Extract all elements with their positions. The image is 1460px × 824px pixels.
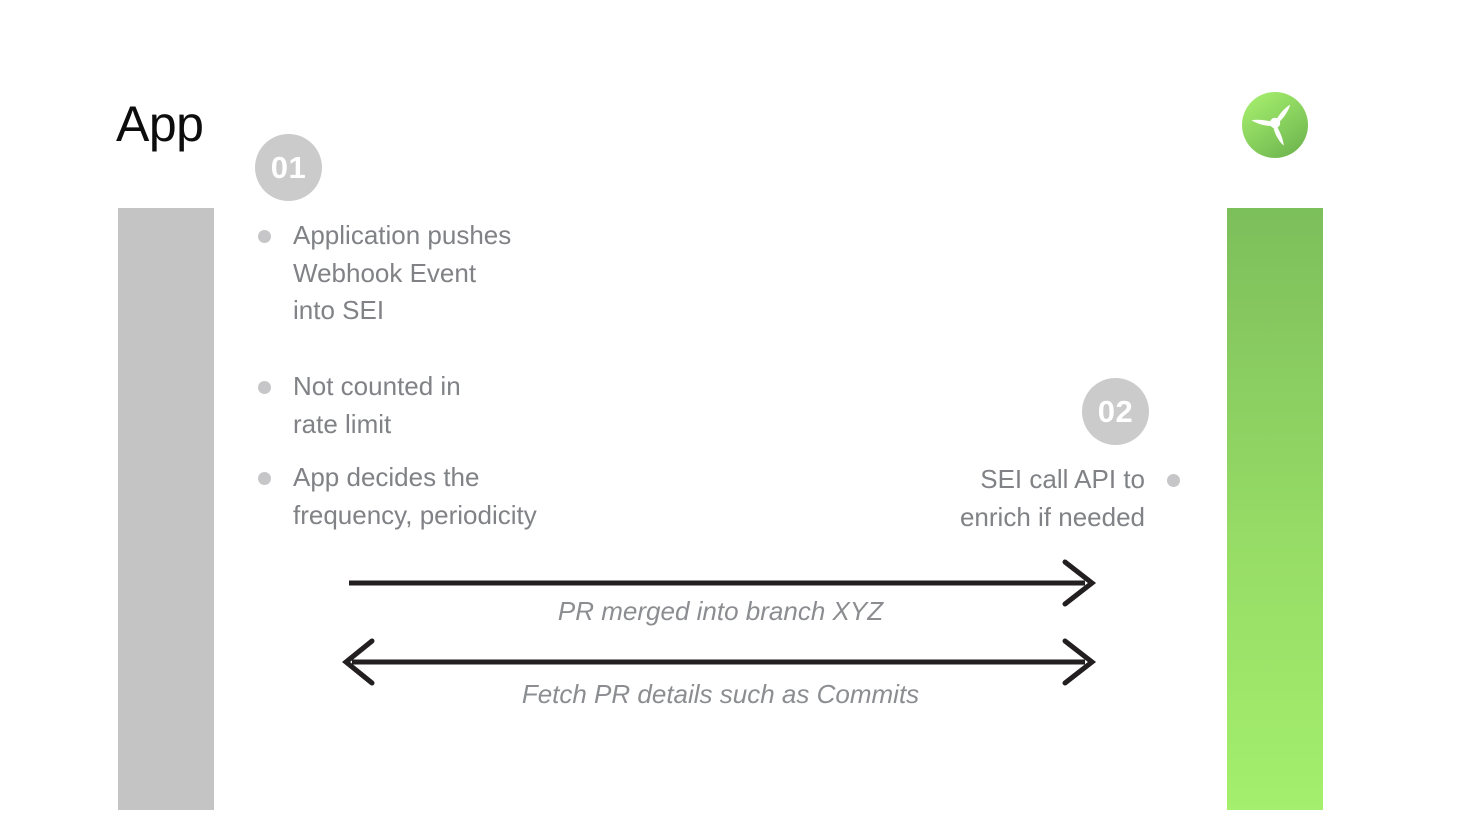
bullet-line: Webhook Event bbox=[293, 257, 477, 288]
page-title: App bbox=[116, 96, 204, 152]
step-badge-02: 02 bbox=[1082, 378, 1149, 445]
webhook-event-arrow-icon bbox=[349, 559, 1097, 607]
api-enrich-arrow-icon bbox=[342, 638, 1097, 686]
bullet-line: App decides the bbox=[293, 462, 480, 492]
arrow-label-pr-merged: PR merged into branch XYZ bbox=[557, 596, 884, 626]
bullet-line: into SEI bbox=[293, 295, 385, 325]
bullet-dot-icon bbox=[258, 381, 271, 394]
step-badge-01: 01 bbox=[255, 134, 322, 201]
sei-lifeline-bar bbox=[1227, 208, 1323, 810]
bullet-item-application-pushes: Application pushes Webhook Event into SE… bbox=[258, 217, 588, 330]
bullet-line: frequency, periodicity bbox=[293, 499, 537, 530]
bullet-dot-icon bbox=[258, 230, 271, 243]
arrow-label-fetch-pr-details: Fetch PR details such as Commits bbox=[521, 679, 920, 709]
sequence-arrows bbox=[342, 559, 1097, 686]
bullet-line: Application pushes bbox=[293, 220, 512, 250]
bullet-line: rate limit bbox=[293, 408, 392, 439]
bullet-dot-icon bbox=[258, 472, 271, 485]
propeller-turbine-logo-icon bbox=[1241, 91, 1309, 159]
bullet-line: enrich if needed bbox=[959, 501, 1145, 532]
bullet-line: SEI call API to bbox=[980, 464, 1145, 494]
step-badge-02-label: 02 bbox=[1097, 393, 1134, 429]
bullet-line: Not counted in bbox=[293, 371, 461, 401]
app-lifeline-bar bbox=[118, 208, 214, 810]
bullet-dot-icon bbox=[1167, 474, 1180, 487]
step-badge-01-label: 01 bbox=[270, 149, 307, 185]
bullet-item-app-decides-frequency: App decides the frequency, periodicity bbox=[258, 459, 618, 534]
bullet-item-sei-call-api: SEI call API to enrich if needed bbox=[880, 461, 1180, 536]
bullet-item-not-counted-in-rate-limit: Not counted in rate limit bbox=[258, 368, 588, 443]
